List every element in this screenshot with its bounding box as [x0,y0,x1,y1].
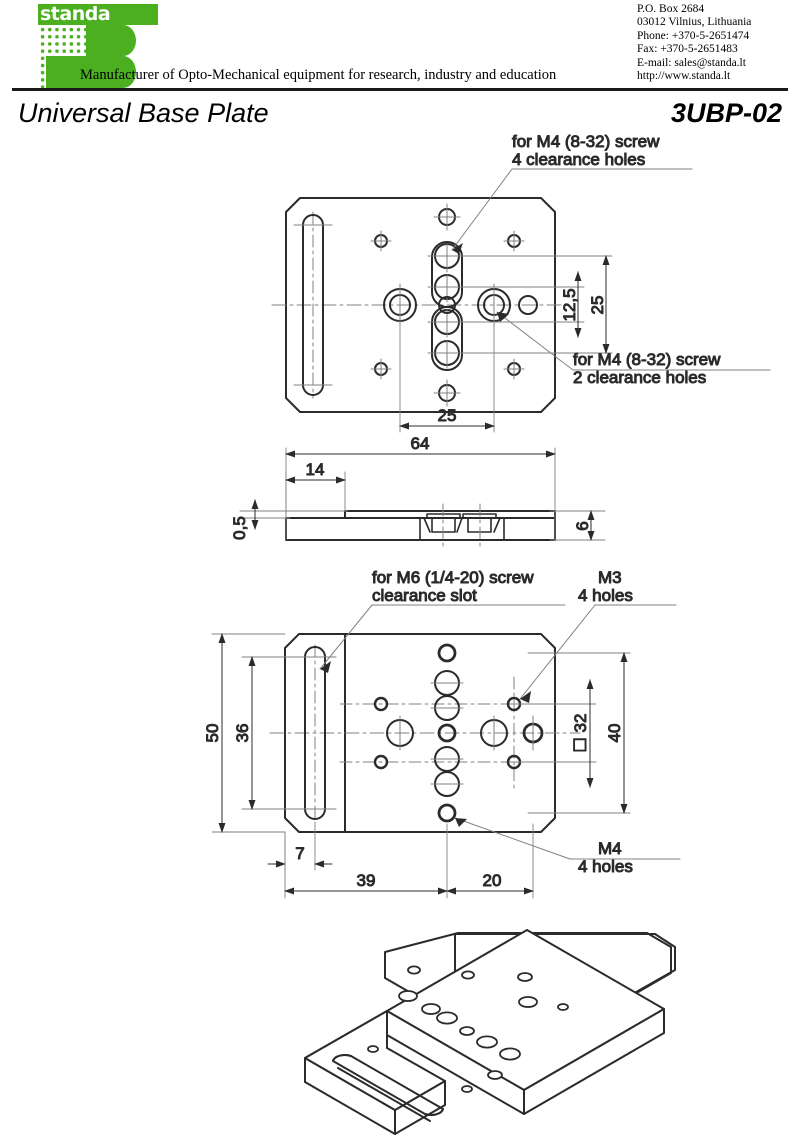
dim-label-6: 6 [573,521,592,530]
dim-ext-39 [284,823,448,899]
part-number: 3UBP-02 [670,98,782,128]
logo-s-bottom-segment [46,56,136,88]
top-view-center-small-hole [438,296,456,314]
dim-label-14: 14 [306,460,325,479]
page-header: standa Manufacturer of Opto-Mechanical e… [0,0,800,92]
dim-label-39: 39 [357,871,376,890]
dim-ext-6 [549,510,606,541]
dim-label-40: 40 [605,724,624,743]
note-1-line-2: 4 clearance holes [512,150,645,169]
note-m4-line-2: 4 holes [578,857,633,876]
page-title: Universal Base Plate [18,98,269,128]
side-view-pockets [419,513,505,541]
dim-label-7: 7 [295,844,304,863]
leader-note-1 [451,168,693,254]
technical-drawing: 25 12,5 25 for M4 (8-32) screw 4 clearan… [0,132,800,1140]
dim-ext-25v [456,255,613,354]
logo-wordmark: standa [38,4,158,25]
top-view-m4-end-crosshairs [433,203,461,407]
dim-label-05: 0,5 [230,516,249,540]
dim-label-64: 64 [411,434,430,453]
dim-label-32: ☐ 32 [571,714,590,753]
iso-step-block [304,1010,446,1135]
side-view-pocket-centerlines [442,503,481,547]
contact-po-box: P.O. Box 2684 [637,3,705,15]
leader-note-m4 [454,817,681,860]
company-tagline: Manufacturer of Opto-Mechanical equipmen… [80,67,557,83]
iso-holes [367,965,569,1093]
dim-label-25-horizontal: 25 [438,406,457,425]
leader-note-m3 [519,604,677,703]
dim-ext-125v [456,286,585,323]
iso-final [386,929,665,1115]
contact-website: http://www.standa.lt [637,70,731,83]
note-1-line-1: for M4 (8-32) screw [512,132,660,151]
slot-end-marks [293,224,333,386]
contact-fax: Fax: +370-5-2651483 [637,43,738,56]
dim-label-25-vertical: 25 [588,296,607,315]
note-m3-line-1: M3 [598,568,622,587]
note-m4-line-1: M4 [598,839,622,858]
dim-label-36: 36 [233,724,252,743]
header-divider [12,88,788,91]
leader-note-2 [496,311,771,371]
leader-note-m6 [319,604,566,673]
note-2-line-2: 2 clearance holes [573,368,706,387]
logo-s-top-segment [86,25,136,56]
contact-email: E-mail: sales@standa.lt [637,56,746,69]
top-view-small-hole-right [518,295,538,315]
standa-logo: standa [38,4,158,88]
note-2-line-1: for M4 (8-32) screw [573,350,721,369]
contact-phone: Phone: +370-5-2651474 [637,29,750,42]
logo-s-mark [46,25,158,88]
dim-ext-05 [239,510,349,519]
dim-label-20: 20 [483,871,502,890]
title-row: Universal Base Plate 3UBP-02 [0,96,800,132]
note-m6-line-2: clearance slot [372,586,477,605]
contact-block: P.O. Box 2684 03012 Vilnius, Lithuania P… [637,3,800,83]
top-view-m3-crosshairs [370,230,525,380]
note-m6-line-1: for M6 (1/4-20) screw [372,568,534,587]
dim-ext-25h [399,319,495,433]
contact-city: 03012 Vilnius, Lithuania [637,16,752,29]
dim-label-50: 50 [203,724,222,743]
note-m3-line-2: 4 holes [578,586,633,605]
top-view-outline [285,197,556,413]
dim-ext-32 [513,703,597,763]
dim-label-125-vertical: 12,5 [560,288,579,321]
dim-ext-40 [527,652,631,814]
iso-slot [332,1054,444,1122]
